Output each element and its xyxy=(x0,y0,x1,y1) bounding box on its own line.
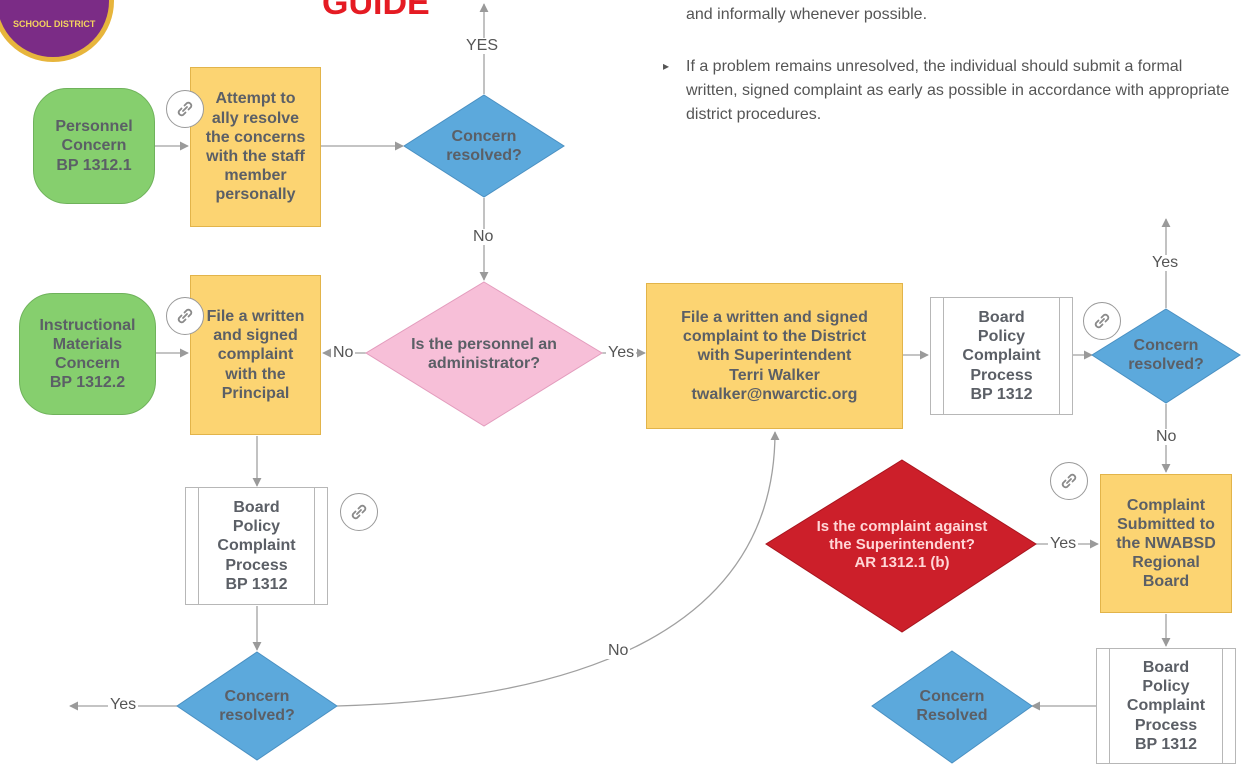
diamond-concern-resolved-bottom xyxy=(176,651,338,761)
concern-resolved-bottom-text: Concern resolved? xyxy=(219,687,295,724)
diamond-concern-resolved-final xyxy=(871,650,1033,764)
personnel-concern: Personnel Concern BP 1312.1 xyxy=(33,88,155,204)
label-yes-admin: Yes xyxy=(606,344,637,361)
file-complaint-district: File a written and signed complaint to t… xyxy=(646,283,903,429)
label-yes-bottom-left: Yes xyxy=(108,696,139,713)
note-bullet: If a problem remains unresolved, the ind… xyxy=(686,58,1230,123)
note-top-line: and informally whenever possible. xyxy=(686,6,928,23)
link-icon[interactable] xyxy=(340,493,378,531)
page-title: GUIDE xyxy=(322,0,430,22)
concern-resolved-right-text: Concern resolved? xyxy=(1128,336,1204,373)
link-icon[interactable] xyxy=(1083,302,1121,340)
edge-resolved-bottom-no-curve xyxy=(336,431,780,707)
attempt-resolve-box: Attempt to ally resolve the concerns wit… xyxy=(190,67,321,227)
label-no-curve: No xyxy=(606,642,631,659)
diamond-against-superintendent xyxy=(765,459,1037,633)
link-icon[interactable] xyxy=(166,90,204,128)
diamond-is-admin xyxy=(365,281,603,427)
board-policy-process-left: Board Policy Complaint Process BP 1312 xyxy=(185,487,328,605)
link-icon[interactable] xyxy=(1050,462,1088,500)
diamond-concern-resolved-top xyxy=(403,94,565,198)
bullet-marker: ▸ xyxy=(663,59,670,73)
file-complaint-principal: File a written and signed complaint with… xyxy=(190,275,321,435)
district-logo: SCHOOL DISTRICT xyxy=(0,0,114,62)
label-yes-superintendent: Yes xyxy=(1048,535,1079,552)
board-policy-process-right: Board Policy Complaint Process BP 1312 xyxy=(930,297,1073,415)
is-admin-text: Is the personnel an administrator? xyxy=(411,335,557,372)
instructional-materials-concern: Instructional Materials Concern BP 1312.… xyxy=(19,293,156,415)
concern-resolved-final-text: Concern Resolved xyxy=(916,687,988,724)
concern-resolved-top-text: Concern resolved? xyxy=(446,127,522,164)
label-no-right: No xyxy=(1154,428,1179,445)
label-no-admin: No xyxy=(331,344,356,361)
logo-text: SCHOOL DISTRICT xyxy=(13,19,96,29)
against-superintendent-text: Is the complaint against the Superintend… xyxy=(816,518,988,571)
complaint-submitted-regional-board: Complaint Submitted to the NWABSD Region… xyxy=(1100,474,1232,613)
label-yes-top: YES xyxy=(464,37,501,54)
board-policy-process-bottom: Board Policy Complaint Process BP 1312 xyxy=(1096,648,1236,764)
link-icon[interactable] xyxy=(166,297,204,335)
label-no-top: No xyxy=(471,228,496,245)
diamond-concern-resolved-right xyxy=(1091,308,1241,404)
label-yes-right: Yes xyxy=(1150,254,1181,271)
